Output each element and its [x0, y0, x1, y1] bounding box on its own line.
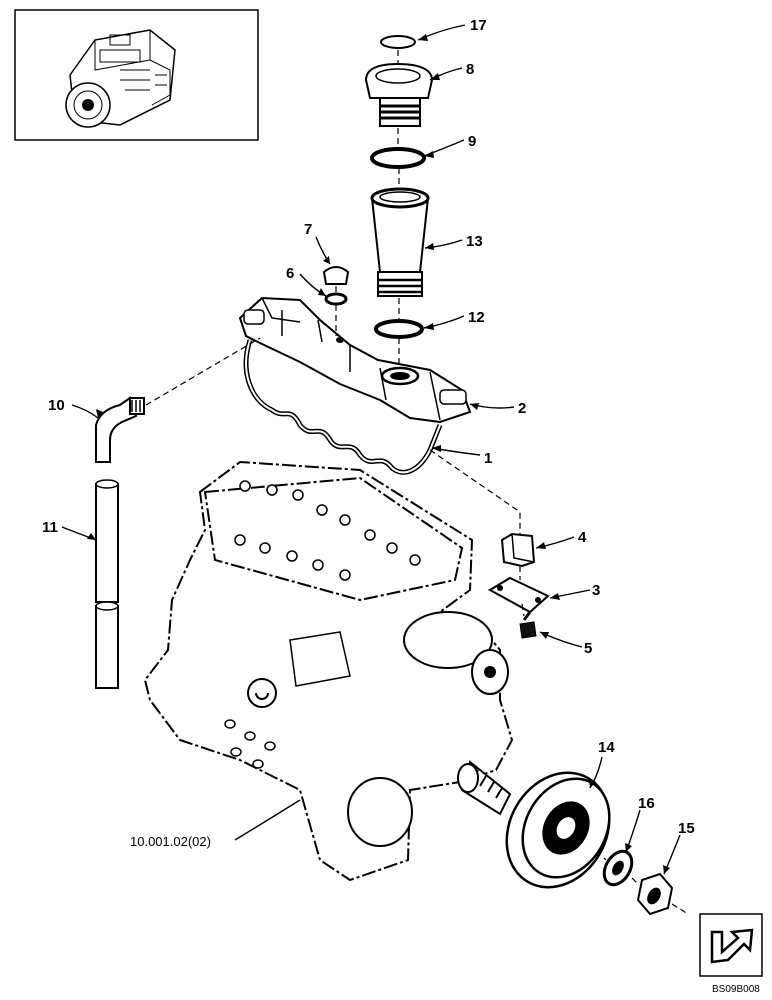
- part-6-washer: [324, 292, 348, 306]
- part-5-bolt: [519, 611, 537, 639]
- callout-8: 8: [466, 61, 474, 78]
- callout-14: 14: [598, 739, 615, 756]
- engine-thumbnail-inset: [14, 9, 259, 141]
- part-17-seal: [380, 35, 416, 49]
- part-14-pulley: [505, 771, 611, 889]
- part-16-washer: [602, 849, 634, 887]
- cylinder-head-bolts: [234, 480, 421, 581]
- callout-6: 6: [286, 265, 294, 282]
- part-12-o-ring: [374, 319, 424, 339]
- callout-3: 3: [592, 582, 600, 599]
- figure-code: BS09B008: [712, 984, 760, 995]
- callout-10: 10: [48, 397, 65, 414]
- valve-cover-assembly: [238, 266, 472, 475]
- callout-5: 5: [584, 640, 592, 657]
- callout-9: 9: [468, 133, 476, 150]
- callout-labels: 17 8 9 13 12 7 6 2 1 10 11 4 3 5 14 16 1…: [42, 17, 695, 849]
- callout-1: 1: [484, 450, 492, 467]
- reference-label: 10.001.02(02): [130, 834, 211, 849]
- callout-17: 17: [470, 17, 487, 34]
- callout-7: 7: [304, 221, 312, 238]
- part-13-filler-neck: [370, 187, 430, 297]
- callout-12: 12: [468, 309, 485, 326]
- engine-block: [143, 460, 514, 882]
- oil-filler-cap-assembly: [364, 35, 434, 368]
- thumbnail-engine-image: [65, 29, 176, 128]
- part-4-breather-block: [500, 532, 536, 568]
- side-breather-parts: [429, 449, 550, 639]
- navigation-arrow-icon[interactable]: [699, 913, 763, 977]
- callout-16: 16: [638, 795, 655, 812]
- breather-hose-assembly: [95, 337, 261, 689]
- callout-2: 2: [518, 400, 526, 417]
- part-7-cap-nut: [322, 266, 350, 285]
- part-3-gasket-plate: [487, 576, 550, 614]
- crankshaft-pulley-assembly: [505, 771, 689, 916]
- part-15-nut: [636, 872, 674, 916]
- part-11-breather-hose: [95, 479, 119, 689]
- callout-15: 15: [678, 820, 695, 837]
- callout-4: 4: [578, 529, 587, 546]
- part-10-elbow-fitting: [95, 396, 145, 463]
- callout-13: 13: [466, 233, 483, 250]
- callout-arrowheads: [87, 34, 670, 874]
- callout-11: 11: [42, 519, 58, 536]
- part-9-o-ring: [370, 147, 426, 169]
- part-8-filler-cap: [364, 62, 434, 127]
- part-2-valve-cover: [238, 296, 472, 424]
